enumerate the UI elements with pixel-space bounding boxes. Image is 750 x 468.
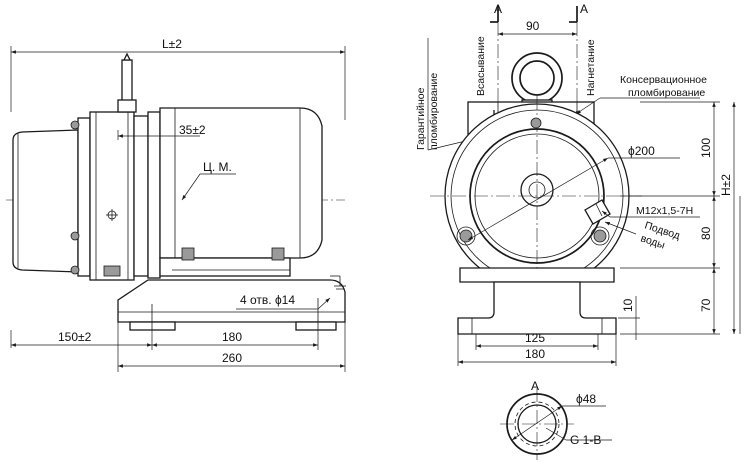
dim-180-left-label: 180	[222, 330, 242, 344]
dim-70-label: 70	[699, 298, 713, 312]
dim-150-label: 150±2	[58, 330, 92, 344]
dim-260-label: 260	[222, 351, 242, 365]
front-base	[457, 281, 617, 335]
thread-g-label: G 1-B	[570, 433, 601, 447]
suction-label: Всасывание	[475, 36, 487, 96]
dim-h-label: H±2	[719, 174, 733, 196]
center-mass-label: Ц. М.	[203, 160, 232, 174]
conservation-seal-line2: пломбирование	[628, 87, 705, 99]
dim-100-label: 100	[699, 138, 713, 158]
dim-80-label: 80	[699, 226, 713, 240]
thread-label: М12х1,5-7Н	[636, 205, 693, 217]
discharge-label: Нагнетание	[585, 39, 597, 96]
dim-10-label: 10	[621, 298, 635, 312]
pump-flange	[77, 117, 91, 277]
dim-180-right-label: 180	[525, 347, 545, 361]
warranty-seal-line2: пломбирование	[428, 73, 440, 150]
dim-125-label: 125	[525, 331, 545, 345]
pump-end-cover	[12, 129, 79, 273]
section-a-right: A	[580, 2, 588, 16]
holes-label: 4 отв. ϕ14	[240, 293, 295, 307]
view-a: A ϕ48 G 1-B	[500, 379, 612, 460]
pipe-nozzle	[121, 59, 133, 103]
section-a-left: A	[494, 2, 502, 16]
overall-length-label: L±2	[162, 37, 182, 51]
dia-200-label: ϕ200	[628, 144, 655, 158]
pump-body	[89, 111, 135, 281]
view-a-label: A	[531, 379, 539, 393]
warranty-seal-line1: Гарантийное	[415, 87, 427, 150]
front-view: A A 90 Всасывание Нагнетание Гарантийное…	[415, 2, 741, 366]
conservation-seal-line1: Консервационное	[620, 74, 707, 86]
dim-35-label: 35±2	[179, 123, 206, 137]
dim-90-label: 90	[526, 19, 540, 33]
dia-48-label: ϕ48	[576, 392, 596, 406]
base-plate	[117, 279, 346, 323]
side-view: L±2 35±2	[6, 37, 346, 372]
motor-housing	[159, 107, 323, 259]
